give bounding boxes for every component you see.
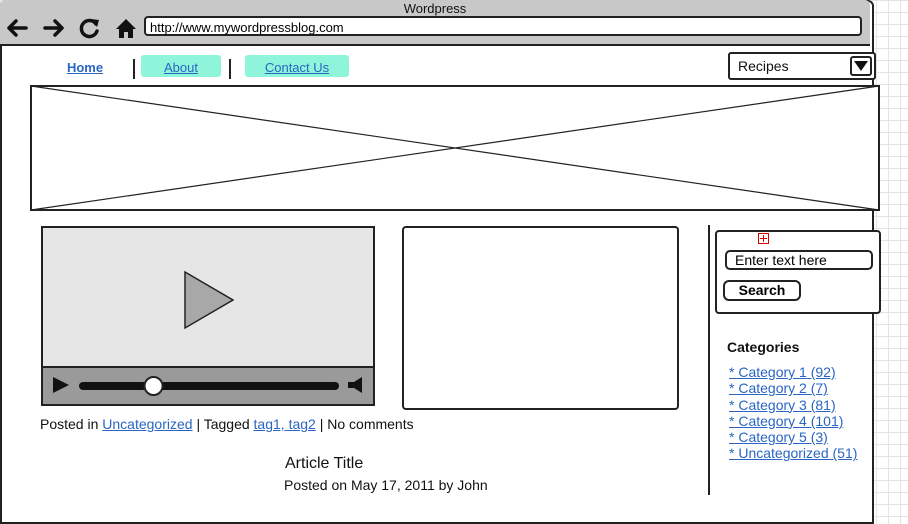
- banner-image-placeholder: [30, 85, 880, 211]
- search-input[interactable]: Enter text here: [725, 250, 873, 270]
- category-link[interactable]: * Uncategorized (51): [729, 445, 858, 462]
- categories-list: * Category 1 (92) * Category 2 (7) * Cat…: [729, 364, 857, 462]
- add-widget-icon[interactable]: [758, 233, 769, 244]
- nav-about-link[interactable]: About: [141, 55, 221, 77]
- chevron-down-icon[interactable]: [850, 56, 872, 76]
- nav-home-link[interactable]: Home: [66, 60, 104, 75]
- play-small-icon[interactable]: [51, 376, 71, 394]
- seek-handle[interactable]: [143, 376, 164, 396]
- address-bar[interactable]: http://www.mywordpressblog.com: [144, 16, 862, 36]
- post-tags-link[interactable]: tag1, tag2: [253, 416, 316, 432]
- seek-slider[interactable]: [77, 375, 341, 397]
- window-title: Wordpress: [403, 1, 467, 16]
- article-title: Article Title: [285, 455, 364, 472]
- posted-in-label: Posted in: [40, 416, 99, 432]
- nav-separator: [133, 59, 135, 79]
- category-link[interactable]: * Category 4 (101): [729, 412, 844, 429]
- forward-icon[interactable]: [41, 16, 67, 40]
- search-widget: [715, 230, 881, 314]
- video-controls: [43, 366, 373, 404]
- categories-heading: Categories: [727, 339, 800, 355]
- category-dropdown[interactable]: Recipes: [728, 52, 876, 80]
- category-link[interactable]: * Category 2 (7): [729, 380, 828, 397]
- dropdown-selected-value: Recipes: [738, 58, 789, 74]
- post-meta: Posted in Uncategorized | Tagged tag1, t…: [40, 416, 414, 432]
- comments-label: | No comments: [319, 416, 414, 432]
- reload-icon[interactable]: [77, 16, 103, 40]
- sidebar-divider: [708, 225, 710, 495]
- nav-separator: [229, 59, 231, 79]
- home-icon[interactable]: [113, 16, 139, 40]
- back-icon[interactable]: [4, 16, 30, 40]
- volume-icon[interactable]: [346, 376, 366, 394]
- play-icon[interactable]: [183, 270, 235, 330]
- post-category-link[interactable]: Uncategorized: [102, 416, 193, 432]
- category-link[interactable]: * Category 1 (92): [729, 364, 836, 380]
- browser-chrome: Wordpress http://www.mywordpressblog.com: [0, 0, 870, 46]
- article-byline: Posted on May 17, 2011 by John: [284, 477, 488, 493]
- image-placeholder: [402, 226, 679, 410]
- search-button[interactable]: Search: [723, 280, 801, 301]
- category-link[interactable]: * Category 3 (81): [729, 396, 836, 413]
- tagged-label: | Tagged: [196, 416, 250, 432]
- nav-contact-link[interactable]: Contact Us: [245, 55, 349, 77]
- video-player[interactable]: [41, 226, 375, 406]
- category-link[interactable]: * Category 5 (3): [729, 429, 828, 446]
